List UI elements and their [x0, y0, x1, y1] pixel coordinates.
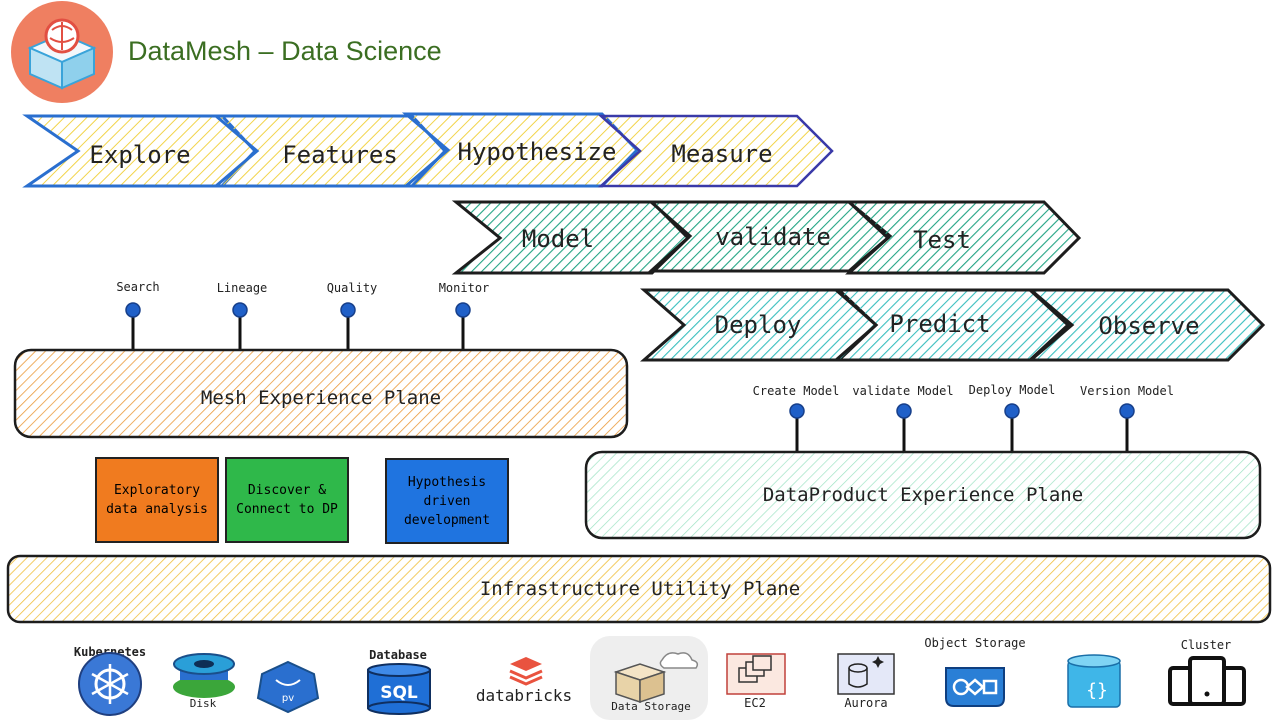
pin-label: Search: [116, 280, 159, 294]
chevron-observe: Observe: [1026, 288, 1266, 362]
chevron-label: Explore: [89, 141, 190, 169]
chevron-label: Hypothesize: [458, 138, 617, 166]
chevron-explore: Explore: [22, 114, 258, 188]
mesh-experience-plane: Mesh Experience Plane: [13, 348, 629, 439]
pin-dot: [1119, 403, 1135, 419]
pin-dot: [1004, 403, 1020, 419]
dp-pin-create-model: Create Model: [753, 384, 840, 452]
svg-text:{}: {}: [1086, 680, 1108, 701]
icon-label: Data Storage: [611, 700, 690, 713]
databricks-icon: databricks: [476, 657, 572, 705]
chevron-deploy: Deploy: [640, 288, 879, 362]
mesh-pin-search: Search: [116, 280, 160, 350]
chevron-label: validate: [715, 223, 831, 251]
pin-label: Deploy Model: [969, 383, 1056, 397]
chevron-label: Features: [282, 141, 398, 169]
pin-dot: [789, 403, 805, 419]
chevron-validate: validate: [646, 200, 893, 273]
box-label: Exploratory data analysis: [106, 483, 208, 517]
cluster-icon: Cluster: [1168, 638, 1246, 706]
plane-label: Mesh Experience Plane: [201, 387, 441, 409]
chevron-test: Test: [845, 200, 1082, 275]
box-label: Discover & Connect to DP: [236, 483, 338, 517]
pin-dot: [340, 302, 356, 318]
hypothesis-driven-development-box: Hypothesis driven development: [385, 458, 509, 544]
sql-label: SQL: [380, 683, 418, 703]
pv-icon: pv: [256, 660, 320, 714]
infrastructure-utility-plane: Infrastructure Utility Plane: [6, 554, 1272, 624]
aurora-icon: Aurora: [837, 653, 895, 710]
cosmos-function-icon: {}: [1067, 654, 1121, 708]
chevron-label: Measure: [671, 140, 772, 168]
chevron-measure: Measure: [597, 114, 834, 188]
chevron-label: Test: [913, 226, 971, 254]
pin-label: Quality: [327, 281, 378, 295]
icon-label: Disk: [190, 697, 217, 710]
discover-connect-dp-box: Discover & Connect to DP: [225, 457, 349, 543]
exploratory-data-analysis-box: Exploratory data analysis: [95, 457, 219, 543]
chevron-model: Model: [451, 200, 691, 275]
pin-label: Monitor: [439, 281, 490, 295]
icon-label: Cluster: [1181, 638, 1232, 652]
pin-dot: [125, 302, 141, 318]
pin-dot: [232, 302, 248, 318]
pin-dot: [896, 403, 912, 419]
pin-label: Version Model: [1080, 384, 1174, 398]
plane-label: Infrastructure Utility Plane: [480, 578, 800, 600]
dataproduct-experience-plane: DataProduct Experience Plane: [584, 450, 1262, 540]
icon-label: EC2: [744, 696, 766, 710]
database-sql-icon: Database SQL: [367, 648, 431, 715]
icon-label: Aurora: [844, 696, 887, 710]
disk-icon: Disk: [173, 653, 235, 710]
chevron-label: Observe: [1098, 312, 1199, 340]
pin-label: Lineage: [217, 281, 268, 295]
pin-label: validate Model: [852, 384, 953, 398]
pin-dot: [455, 302, 471, 318]
icon-label: Database: [369, 648, 427, 662]
object-storage-icon: Object Storage: [924, 636, 1026, 707]
icon-label: Object Storage: [924, 636, 1025, 650]
data-storage-icon: Data Storage: [590, 636, 708, 720]
chevron-label: Deploy: [715, 311, 802, 339]
chevron-label: Model: [522, 225, 594, 253]
datamesh-logo: [11, 1, 113, 103]
page-title: DataMesh – Data Science: [128, 36, 442, 66]
pin-label: Create Model: [753, 384, 840, 398]
ec2-icon: EC2: [726, 653, 786, 710]
dp-pin-validate-model: validate Model: [852, 384, 954, 452]
plane-label: DataProduct Experience Plane: [763, 484, 1083, 506]
box-label: Hypothesis driven development: [403, 474, 491, 528]
dp-pin-deploy-model: Deploy Model: [969, 383, 1056, 452]
mesh-pin-lineage: Lineage: [217, 281, 268, 350]
dp-pin-version-model: Version Model: [1080, 384, 1174, 452]
chevron-label: Predict: [889, 310, 990, 338]
kubernetes-icon: Kubernetes: [74, 645, 146, 716]
mesh-pin-monitor: Monitor: [439, 281, 490, 350]
mesh-pin-quality: Quality: [327, 281, 378, 350]
icon-label: pv: [282, 693, 294, 704]
icon-label: databricks: [476, 686, 572, 705]
